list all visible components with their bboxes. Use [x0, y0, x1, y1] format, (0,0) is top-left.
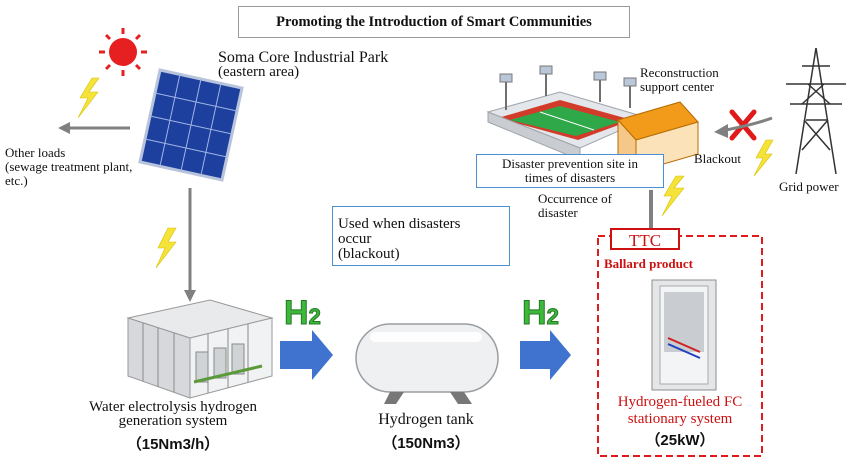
solar-panel-icon — [138, 68, 244, 182]
arrow-down-to-electrolysis — [184, 188, 196, 302]
occurrence-label: Occurrence of disaster — [538, 192, 612, 220]
h2-main: H — [284, 294, 310, 332]
h2-label-2: H2 — [522, 294, 560, 334]
electrolysis-label: Water electrolysis hydrogen generation s… — [58, 400, 288, 454]
lightning-icon — [661, 175, 685, 217]
solar-label-line2: (eastern area) — [218, 64, 300, 80]
used-when-line2: occur — [338, 231, 372, 247]
fuel-cell-cabinet-icon — [651, 279, 717, 391]
fc-line1: Hydrogen-fueled FC — [617, 394, 743, 410]
fc-line2: stationary system — [627, 411, 733, 427]
other-loads-label: Other loads (sewage treatment plant, etc… — [5, 146, 132, 188]
hydrogen-tank-icon — [355, 323, 499, 404]
other-loads-line3: etc.) — [5, 173, 28, 188]
transmission-tower-icon — [786, 47, 846, 175]
used-when-line1: Used when disasters — [338, 216, 461, 232]
used-when-line3: (blackout) — [338, 246, 400, 262]
tank-label-text: Hydrogen tank — [378, 411, 474, 428]
ballard-label: Ballard product — [604, 256, 693, 271]
reconstruction-line2: support center — [640, 79, 715, 94]
tank-spec: （150Nm3） — [382, 435, 470, 452]
other-loads-line2: (sewage treatment plant, — [5, 159, 133, 174]
occurrence-line2: disaster — [538, 205, 578, 220]
disaster-site-box: Disaster prevention site in times of dis… — [476, 154, 664, 188]
fc-system-box — [597, 235, 763, 457]
disaster-site-line1: Disaster prevention site in — [501, 156, 639, 171]
lightning-icon — [77, 77, 100, 119]
other-loads-line1: Other loads — [5, 145, 66, 160]
lightning-icon — [753, 139, 774, 177]
arrow-to-other-loads — [58, 122, 130, 134]
fc-spec: （25kW） — [645, 432, 715, 449]
electrolysis-line1: Water electrolysis hydrogen — [89, 399, 257, 415]
electrolysis-unit-icon — [126, 299, 274, 399]
h2-sub: 2 — [308, 304, 321, 330]
h2-main: H — [522, 294, 548, 332]
solar-label-line1: Soma Core Industrial Park — [218, 49, 389, 66]
h2-sub: 2 — [546, 304, 559, 330]
reconstruction-line1: Reconstruction — [640, 65, 719, 80]
sun-icon — [99, 28, 147, 76]
blackout-label: Blackout — [694, 151, 741, 166]
grid-power-label: Grid power — [779, 179, 839, 194]
electrolysis-line2: generation system — [118, 413, 228, 429]
h2-label-1: H2 — [284, 294, 322, 334]
ttc-label: TTC — [610, 228, 680, 250]
reconstruction-label: Reconstruction support center — [640, 66, 719, 94]
lightning-icon — [155, 227, 177, 269]
used-when-box: Used when disasters occur (blackout) — [332, 206, 510, 266]
electrolysis-spec: （15Nm3/h） — [126, 436, 220, 453]
flow-arrow-1 — [280, 330, 333, 380]
fc-label: Hydrogen-fueled FC stationary system （25… — [598, 394, 762, 450]
flow-arrow-2 — [520, 330, 571, 380]
arrow-from-grid — [714, 116, 773, 138]
solar-label: Soma Core Industrial Park (eastern area) — [218, 50, 388, 80]
occurrence-line1: Occurrence of — [538, 191, 612, 206]
page-title: Promoting the Introduction of Smart Comm… — [238, 6, 630, 38]
tank-label: Hydrogen tank （150Nm3） — [346, 412, 506, 453]
disaster-site-line2: times of disasters — [524, 170, 616, 185]
